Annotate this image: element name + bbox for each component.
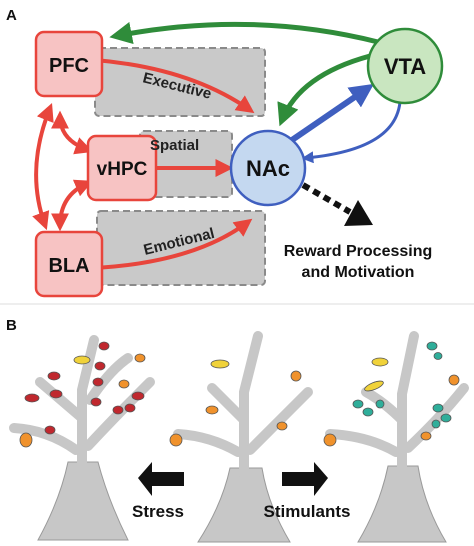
vta-pfc-arrow	[109, 21, 379, 45]
output-arrow-head	[344, 200, 373, 226]
output-line-1: Reward Processing	[284, 243, 433, 260]
bla-label: BLA	[48, 255, 89, 277]
stimulants-label: Stimulants	[264, 502, 351, 521]
baseline-spines	[169, 359, 302, 447]
pfc-bla-arrow	[32, 102, 54, 231]
vta-nac-arrow	[277, 53, 371, 127]
vta-node	[366, 27, 444, 105]
panel-b-letter: B	[6, 317, 17, 334]
nac-node	[229, 129, 307, 207]
spatial-box	[139, 130, 233, 198]
stress-arrow	[138, 462, 184, 496]
executive-arrow	[94, 58, 255, 114]
dendrite-baseline	[169, 331, 313, 543]
stress-label: Stress	[132, 502, 184, 521]
vhpc-label: vHPC	[97, 159, 148, 180]
stimulants-spines	[323, 341, 460, 447]
bla-node	[34, 230, 104, 298]
dendrite-stimulants	[323, 331, 469, 543]
emotional-box	[96, 210, 266, 286]
vta-nac-return-arrow	[301, 101, 402, 164]
pfc-vhpc-arrow	[51, 110, 94, 155]
nac-label: NAc	[246, 156, 290, 181]
emotional-arrow	[95, 218, 253, 270]
output-line-2: and Motivation	[302, 264, 415, 281]
pfc-label: PFC	[49, 55, 89, 77]
vhpc-bla-arrow	[51, 179, 93, 232]
spatial-label: Spatial	[150, 137, 199, 154]
stimulants-arrow	[282, 462, 328, 496]
output-arrow-line	[301, 182, 352, 215]
vhpc-node	[86, 134, 158, 202]
pfc-node	[34, 30, 104, 98]
nac-vta-arrow	[290, 83, 374, 143]
stress-spines	[19, 341, 146, 448]
dendrite-stress	[9, 335, 155, 541]
vta-label: VTA	[384, 54, 426, 79]
panel-a-letter: A	[6, 7, 17, 24]
